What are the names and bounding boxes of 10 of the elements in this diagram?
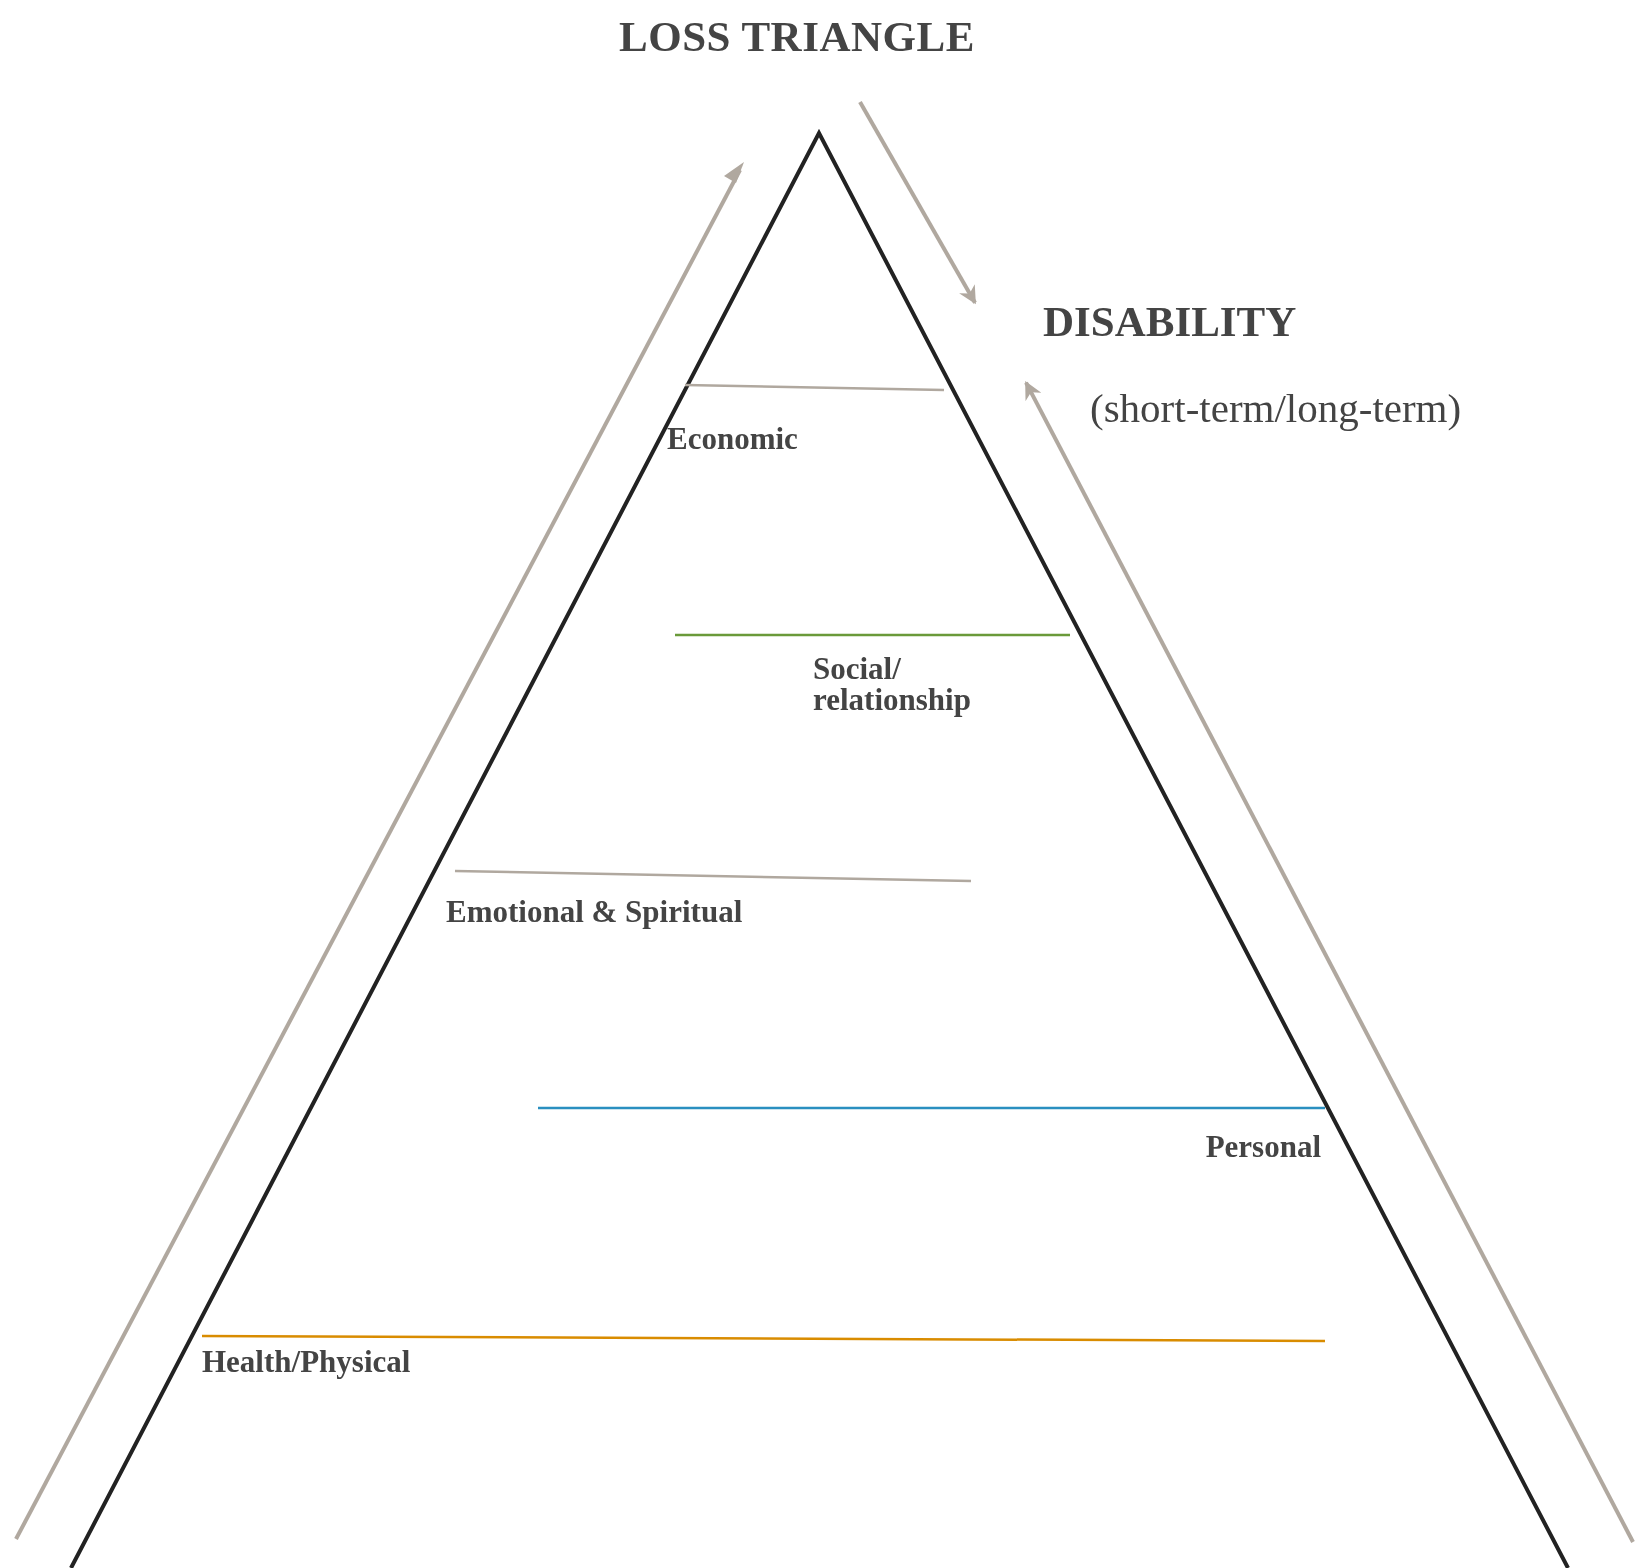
level-label: Social/ relationship bbox=[813, 653, 972, 715]
level-label: Emotional & Spiritual bbox=[446, 896, 743, 927]
arrow bbox=[858, 101, 977, 305]
level-label: Health/Physical bbox=[202, 1346, 411, 1377]
node-subtitle: (short-term/long-term) bbox=[1090, 385, 1462, 432]
level-label: Personal bbox=[1205, 1131, 1321, 1162]
node-heading: DISABILITY bbox=[1043, 297, 1297, 346]
diagram-title: LOSS TRIANGLE bbox=[619, 12, 975, 61]
level-label: Economic bbox=[667, 423, 798, 454]
arrow bbox=[1024, 381, 1635, 1543]
